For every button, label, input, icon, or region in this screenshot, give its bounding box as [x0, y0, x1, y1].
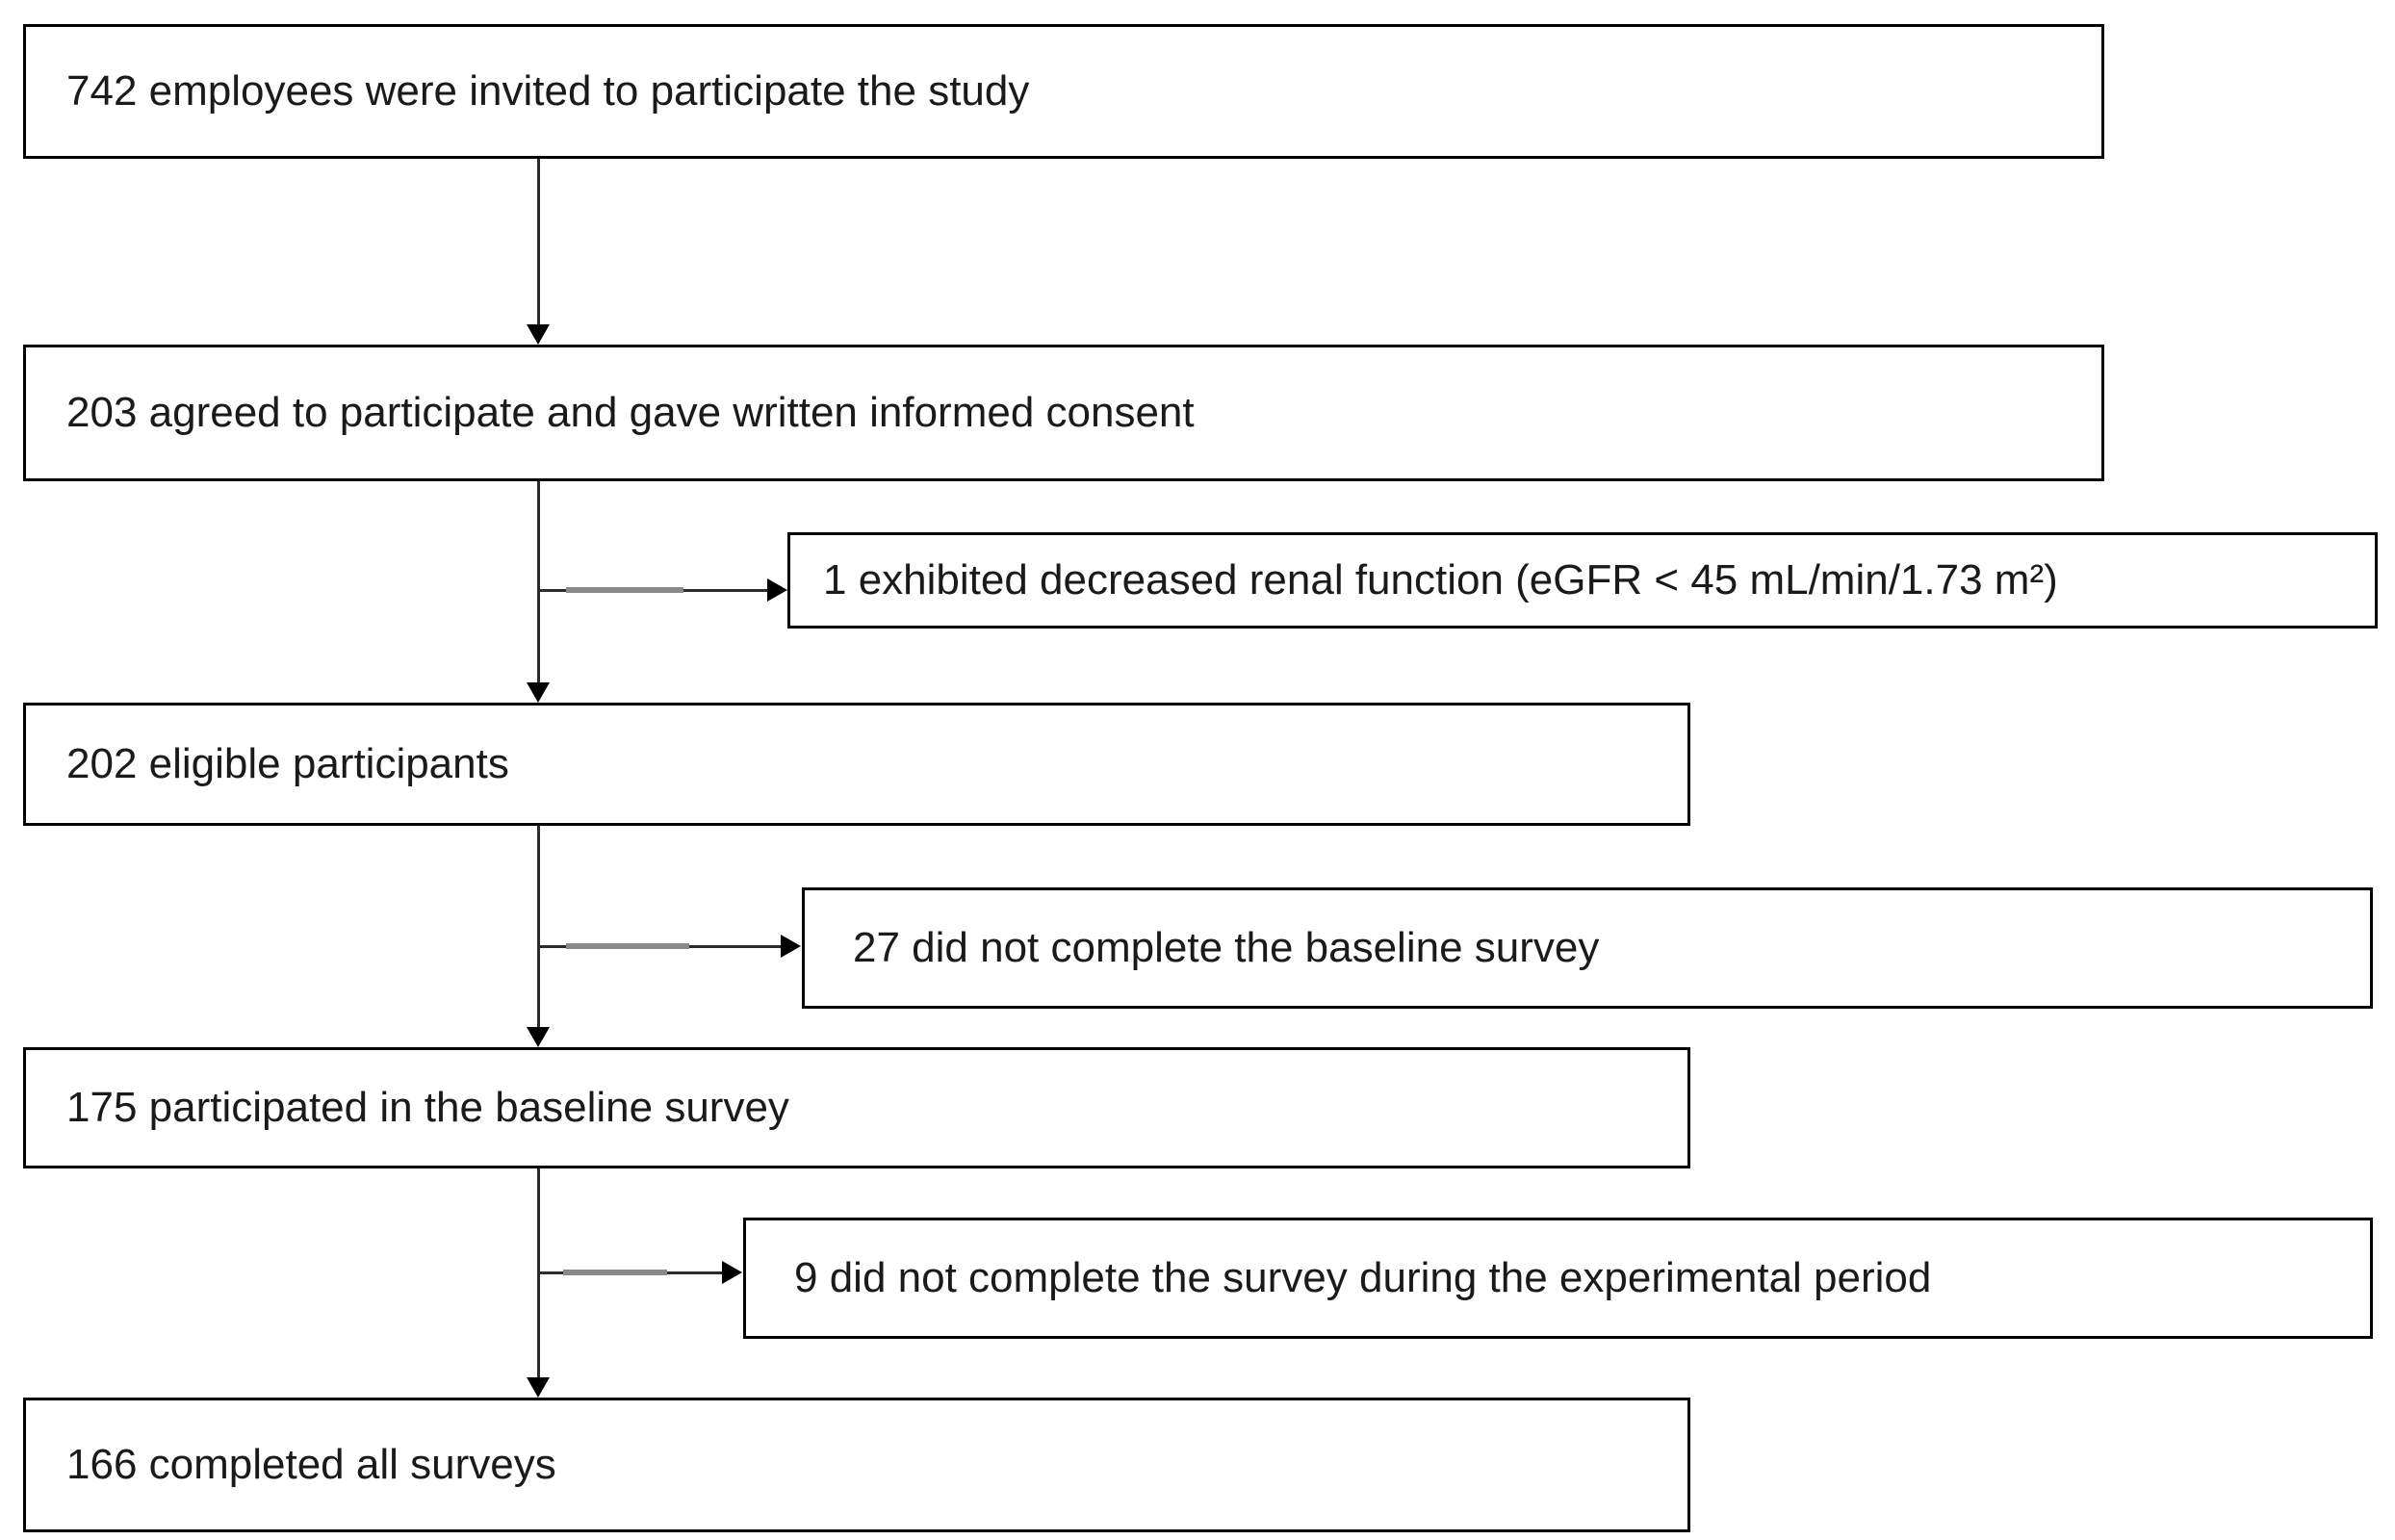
- arrowhead-down-icon: [527, 1377, 550, 1398]
- flow-box-completed: 166 completed all surveys: [23, 1398, 1690, 1532]
- arrowhead-right-icon: [722, 1261, 742, 1284]
- flow-box-consented-label: 203 agreed to participate and gave writt…: [66, 388, 1195, 436]
- flow-box-eligible-label: 202 eligible participants: [66, 739, 509, 787]
- arrowhead-down-icon: [527, 682, 550, 703]
- arrowhead-down-icon: [527, 324, 550, 345]
- flow-box-excluded-followup-label: 9 did not complete the survey during the…: [794, 1253, 1932, 1301]
- arrowhead-down-icon: [527, 1027, 550, 1047]
- flow-box-excluded-renal: 1 exhibited decreased renal function (eG…: [787, 532, 2378, 629]
- flow-box-consented: 203 agreed to participate and gave writt…: [23, 345, 2104, 481]
- arrowhead-right-icon: [767, 578, 787, 602]
- connector-consented-to-eligible: [537, 481, 540, 685]
- flow-box-excluded-baseline-label: 27 did not complete the baseline survey: [853, 923, 1600, 971]
- flow-box-baseline-label: 175 participated in the baseline survey: [66, 1083, 789, 1131]
- flow-box-excluded-baseline: 27 did not complete the baseline survey: [802, 887, 2373, 1009]
- connector-invited-to-consented: [537, 159, 540, 328]
- flow-box-invited-label: 742 employees were invited to participat…: [66, 66, 1030, 115]
- flow-box-excluded-renal-label: 1 exhibited decreased renal function (eG…: [823, 555, 2058, 603]
- connector-branch-baseline-core: [566, 943, 689, 949]
- flow-box-eligible: 202 eligible participants: [23, 703, 1690, 826]
- connector-eligible-to-baseline: [537, 826, 540, 1030]
- arrowhead-right-icon: [781, 935, 801, 958]
- flow-box-completed-label: 166 completed all surveys: [66, 1440, 556, 1488]
- flow-box-baseline: 175 participated in the baseline survey: [23, 1047, 1690, 1168]
- connector-branch-renal-core: [566, 587, 683, 593]
- connector-branch-followup-core: [563, 1270, 667, 1275]
- connector-baseline-to-completed: [537, 1168, 540, 1380]
- flow-box-invited: 742 employees were invited to participat…: [23, 24, 2104, 159]
- flow-box-excluded-followup: 9 did not complete the survey during the…: [743, 1218, 2373, 1339]
